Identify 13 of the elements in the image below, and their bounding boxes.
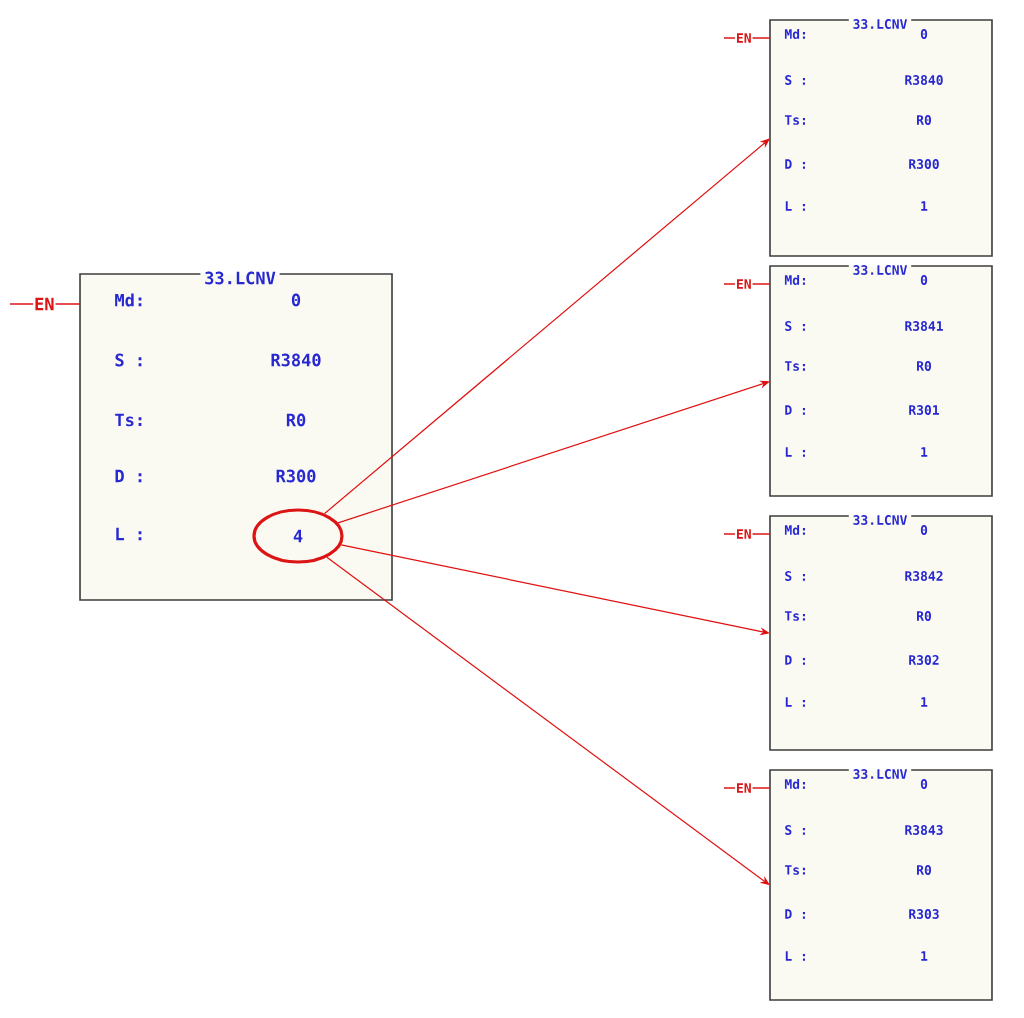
arrow [337,380,770,524]
field-label: D : [115,469,142,483]
field-label: Md: [115,293,142,307]
field-label: L : [116,527,142,541]
field-value: R300 [276,469,316,483]
field-value: 0 [291,293,301,307]
enable-contact: EN [9,296,81,312]
field-label: S : [115,353,142,367]
field-label: Ts: [115,413,142,427]
field-value: R3840 [271,353,321,367]
field-value: R0 [286,413,306,427]
block-title: 33.LCNV [205,271,276,285]
arrow [324,138,770,515]
